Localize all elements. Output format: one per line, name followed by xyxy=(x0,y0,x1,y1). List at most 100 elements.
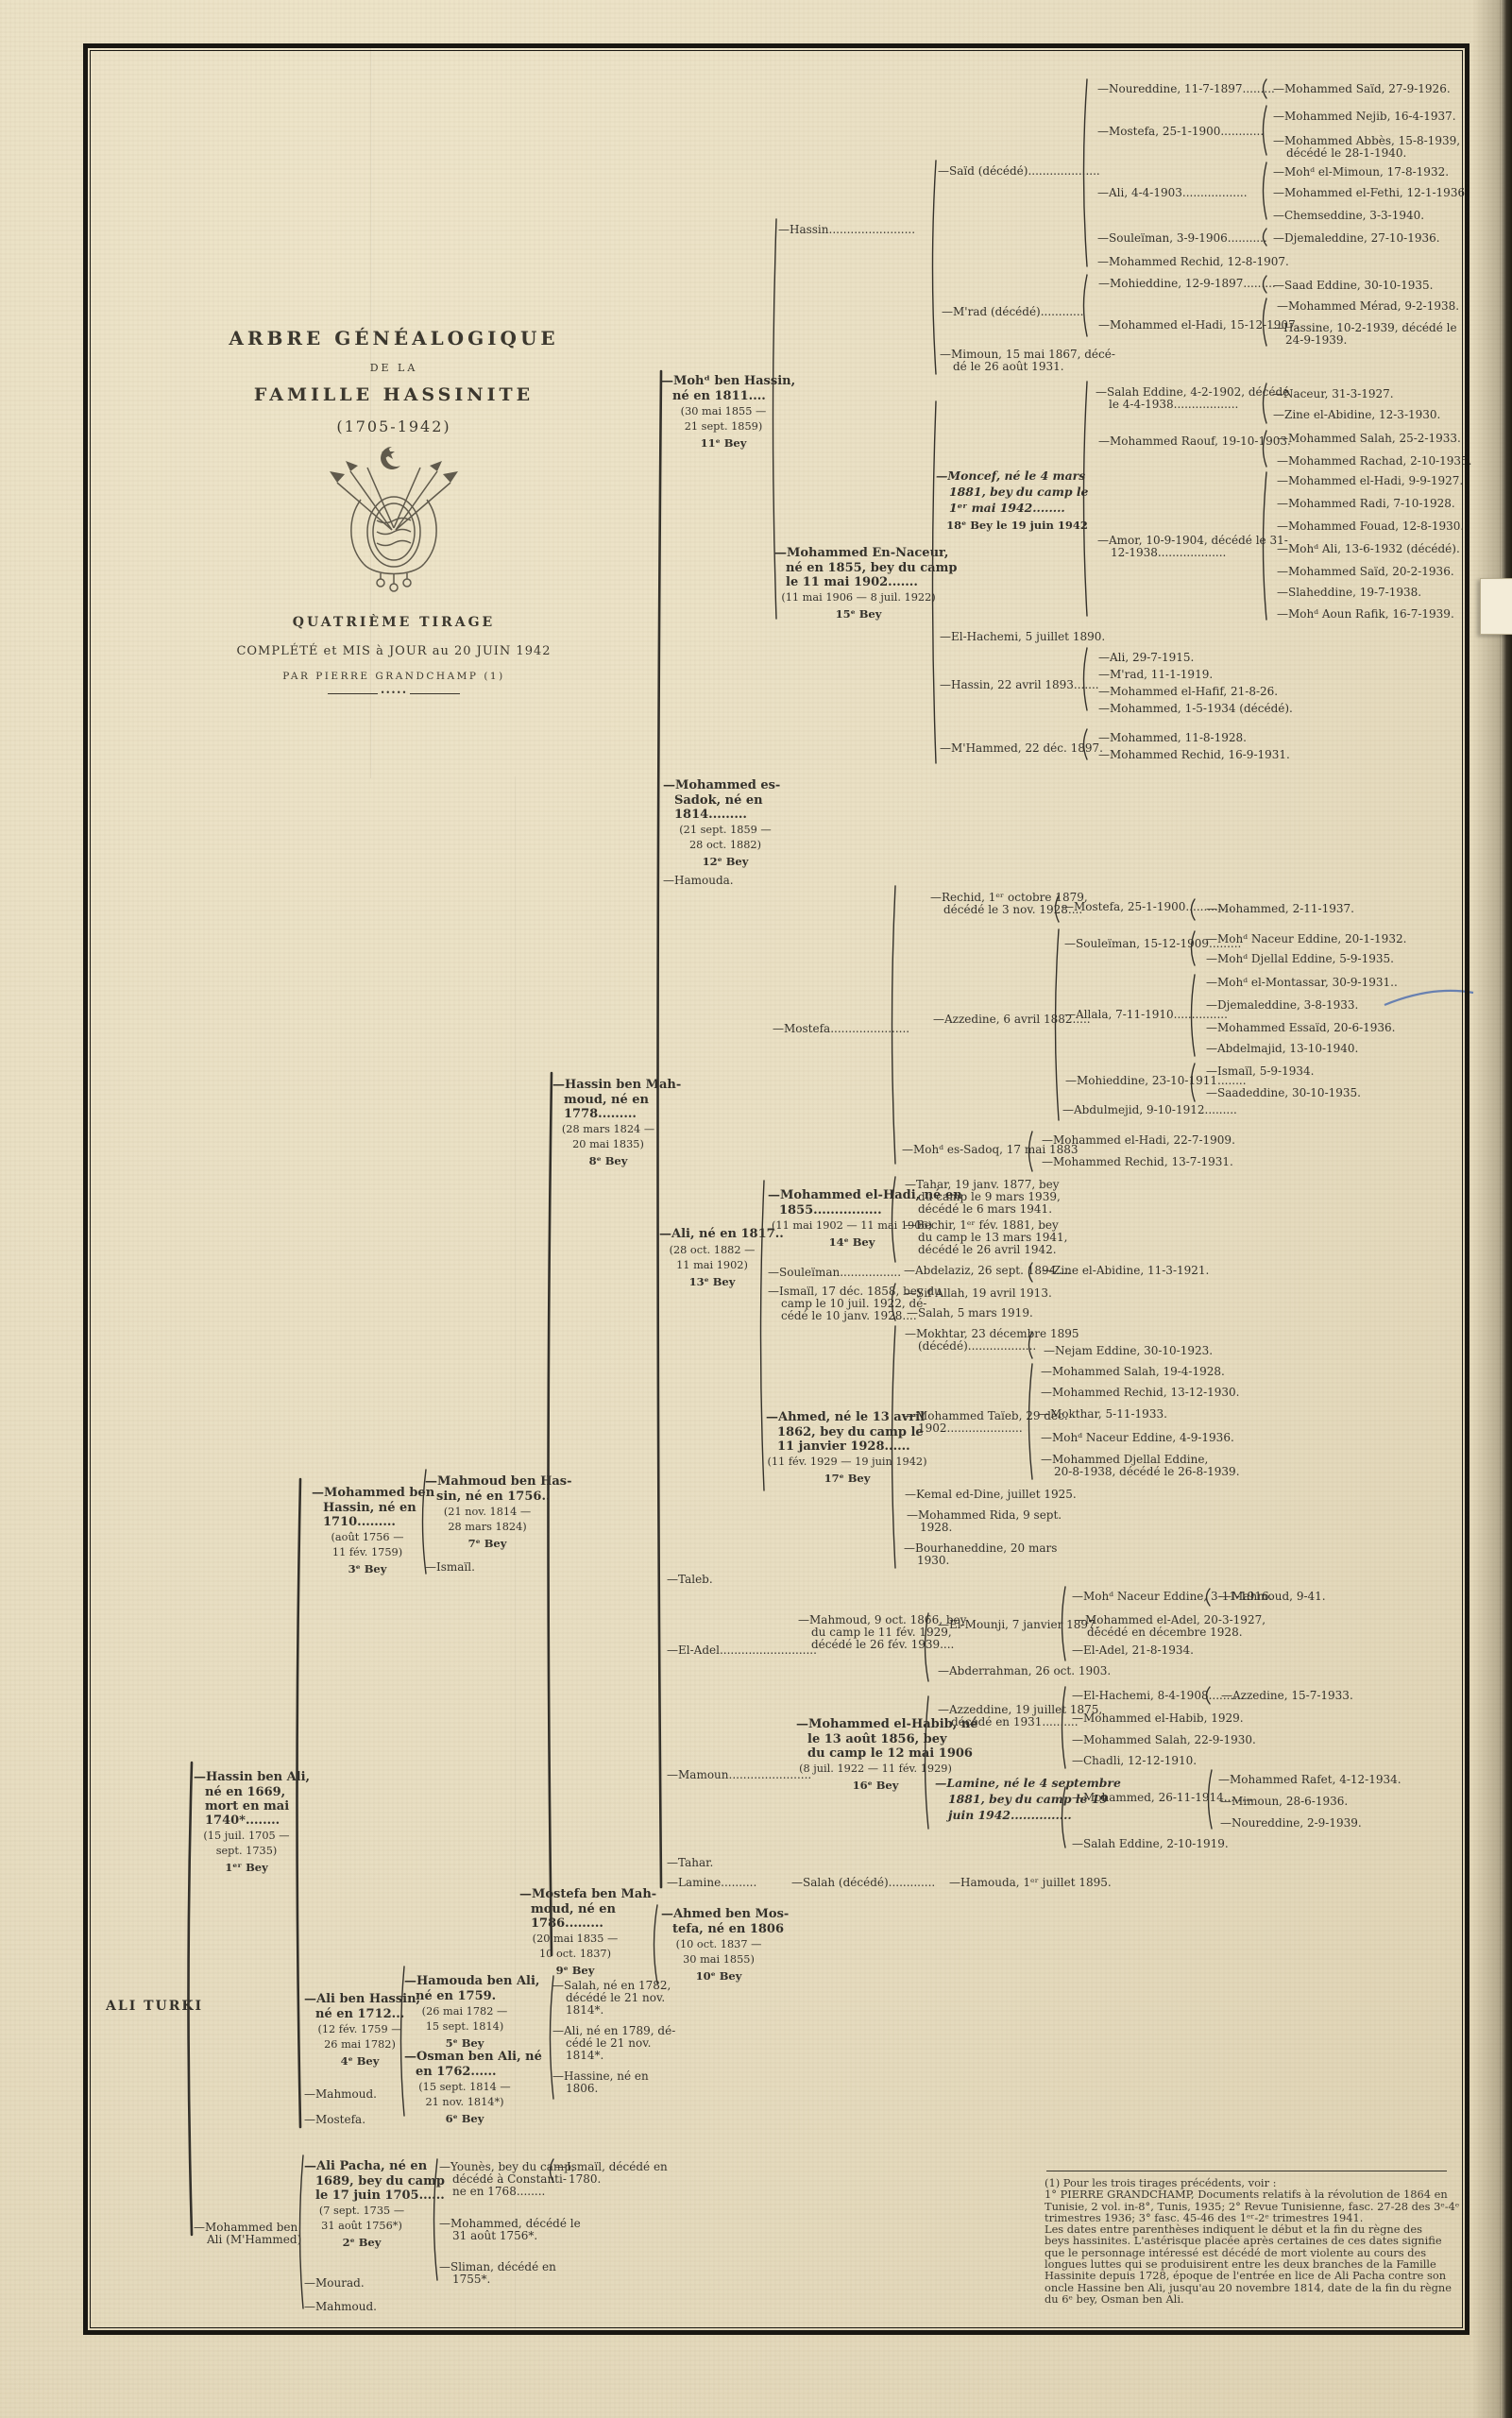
page-edge xyxy=(1500,0,1512,2418)
person-label-line: —Amor, 10-9-1904, décédé le 31- xyxy=(1097,534,1288,547)
person-label-line: (15 sept. 1814 — xyxy=(418,2081,511,2093)
person-label-line: —Mohᵈ el-Mimoun, 17-8-1932. xyxy=(1273,165,1450,179)
person-label-line: —Mohammed Rechid, 13-12-1930. xyxy=(1041,1386,1240,1399)
person-label-line: —Mohammed el-Fethi, 12-1-1936. xyxy=(1273,186,1469,199)
person-label-103: —El-Hachemi, 8-4-1908.......... xyxy=(1072,1690,1245,1702)
person-label-17: —Saad Eddine, 30-10-1935. xyxy=(1273,280,1433,292)
person-label-line: décédé le 28-1-1940. xyxy=(1286,146,1407,160)
person-label-line: —Mohammed Abbès, 15-8-1939, xyxy=(1273,134,1461,147)
person-label-line: —Azzeddine, 19 juillet 1875, xyxy=(938,1703,1103,1716)
person-label-line: 1755*. xyxy=(452,2273,491,2286)
author-line: PAR PIERRE GRANDCHAMP (1) xyxy=(282,671,505,682)
person-label-8: —Mohammed Abbès, 15-8-1939,décédé le 28-… xyxy=(1273,135,1460,160)
person-label-37: —Mohᵈ Aoun Rafik, 16-7-1939. xyxy=(1277,608,1454,621)
person-label-line: —Mohammed el-Habib, 1929. xyxy=(1072,1711,1244,1725)
person-label-54: —Mohᵈ Naceur Eddine, 20-1-1932. xyxy=(1206,933,1406,945)
person-label-10: —Ali, 4-4-1903.................. xyxy=(1097,187,1248,199)
person-label-line: décédé à Constanti- xyxy=(452,2172,567,2186)
person-label-109: —Mohammed, 26-11-1914........ xyxy=(1072,1792,1252,1804)
person-label-line: (août 1756 — xyxy=(331,1531,404,1543)
person-label-line: 1930. xyxy=(917,1554,950,1567)
person-label-line: (26 mai 1782 — xyxy=(421,2005,508,2018)
footnote-line: longues luttes qui se produisirent entre… xyxy=(1045,2257,1436,2272)
person-label-line: —Mostefa, 25-1-1900............ xyxy=(1097,125,1265,138)
person-label-line: —Ahmed, né le 13 avril xyxy=(766,1410,926,1424)
person-label-78: —Salah, 5 mars 1919. xyxy=(907,1307,1033,1320)
person-label-97: —Mohammed el-Adel, 20-3-1927,décédé en d… xyxy=(1074,1614,1266,1639)
person-label-line: (30 mai 1855 — xyxy=(680,405,767,417)
person-label-line: —Noureddine, 2-9-1939. xyxy=(1220,1816,1362,1830)
person-label-line: —Mohammed Fouad, 12-8-1930. xyxy=(1277,519,1465,533)
person-label-94: —El-Mounji, 7 janvier 1897. xyxy=(938,1619,1098,1631)
person-label-line: (7 sept. 1735 — xyxy=(318,2205,405,2217)
person-label-line: (12 fév. 1759 — xyxy=(317,2023,402,2035)
person-label-51: —Mostefa, 25-1-1900............. xyxy=(1062,901,1232,913)
person-label-line: —Mohammed es- xyxy=(663,778,781,792)
person-label-100: —Mamoun....................... xyxy=(667,1769,811,1781)
person-label-110: —Mohammed Rafet, 4-12-1934. xyxy=(1218,1774,1402,1786)
person-label-67: —Mohammed el-Hadi, 22-7-1909. xyxy=(1042,1134,1235,1147)
person-label-line: —Hassin ben Mah- xyxy=(552,1078,682,1092)
person-label-line: —Mohᵈ ben Hassin, xyxy=(661,374,796,388)
person-label-line: 1786......... xyxy=(531,1916,603,1931)
person-label-35: —Mohammed Saïd, 20-2-1936. xyxy=(1277,566,1454,578)
person-label-line: 2ᵉ Bey xyxy=(342,2236,382,2249)
person-label-line: —Azzedine, 6 avril 1882..... xyxy=(933,1013,1091,1026)
person-label-line: —Zine el-Abidine, 11-3-1921. xyxy=(1042,1264,1210,1277)
person-label-69: —Ali, né en 1817..(28 oct. 1882 —11 mai … xyxy=(659,1227,784,1289)
person-label-line: —El-Hachemi, 8-4-1908.......... xyxy=(1072,1689,1245,1702)
person-label-line: Sadok, né en xyxy=(674,793,763,808)
person-label-line: 1814*. xyxy=(566,2049,604,2062)
person-label-line: —Djemaleddine, 3-8-1933. xyxy=(1206,998,1359,1012)
person-label-line: —Azzedine, 15-7-1933. xyxy=(1221,1689,1353,1702)
person-label-line: du camp le 9 mars 1939, xyxy=(918,1190,1061,1203)
person-label-line: —Mohammed el-Hadi, 9-9-1927. xyxy=(1277,474,1464,487)
person-label-59: —Allala, 7-11-1910............... xyxy=(1064,1009,1228,1021)
person-label-line: —Chemseddine, 3-3-1940. xyxy=(1273,209,1425,222)
person-label-line: —Mohammed el-Hadi, 15-12-1907. xyxy=(1098,318,1300,332)
person-label-line: —Salah Eddine, 4-2-1902, décédé xyxy=(1096,385,1290,399)
person-label-line: 20-8-1938, décédé le 26-8-1939. xyxy=(1054,1465,1240,1478)
person-label-line: —Mohammed el-Hafif, 21-8-26. xyxy=(1098,685,1279,698)
footnote-line: beys hassinites. L'astérisque placée apr… xyxy=(1045,2234,1442,2248)
person-label-73: —Souleïman................. xyxy=(768,1267,901,1279)
person-label-line: 7ᵉ Bey xyxy=(467,1537,507,1550)
person-label-87: —Mohammed Djellal Eddine,20-8-1938, décé… xyxy=(1041,1454,1240,1478)
person-label-39: —Hassin, 22 avril 1893....... xyxy=(940,679,1099,691)
person-label-line: —Souleïman, 3-9-1906........... xyxy=(1097,231,1267,245)
footnote-line: du 6ᵉ bey, Osman ben Ali. xyxy=(1045,2291,1184,2306)
person-label-84: —Mohammed Taïeb, 29 déc.1902............… xyxy=(905,1410,1068,1435)
person-label-line: (20 mai 1835 — xyxy=(532,1933,619,1945)
person-label-line: du camp le 12 mai 1906 xyxy=(807,1746,973,1761)
person-label-line: le 4-4-1938.................. xyxy=(1109,398,1239,411)
person-label-132: —Ali, né en 1789, dé-cédé le 21 nov.1814… xyxy=(552,2025,675,2062)
person-label-line: 20 mai 1835) xyxy=(572,1138,644,1150)
person-label-114: —Tahar. xyxy=(667,1857,713,1869)
person-label-line: —Allala, 7-11-1910............... xyxy=(1064,1008,1228,1021)
person-label-29: —Mohammed Rachad, 2-10-1935. xyxy=(1277,455,1472,468)
person-label-line: 18ᵉ Bey le 19 juin 1942 xyxy=(946,519,1088,532)
person-label-line: —Abderrahman, 26 oct. 1903. xyxy=(938,1664,1112,1677)
person-label-line: 21 sept. 1859) xyxy=(684,420,763,433)
person-label-line: sept. 1735) xyxy=(215,1845,278,1857)
person-label-41: —M'rad, 11-1-1919. xyxy=(1098,669,1213,681)
person-label-44: —M'Hammed, 22 déc. 1897. xyxy=(940,742,1103,755)
person-label-50: —Rechid, 1ᵉʳ octobre 1879,décédé le 3 no… xyxy=(930,892,1088,916)
person-label-line: —Mohammed Djellal Eddine, xyxy=(1041,1453,1209,1466)
footnote-line: que le personnage intéressé est décédé d… xyxy=(1045,2245,1427,2259)
person-label-line: —Souleïman, 15-12-1909......... xyxy=(1064,937,1242,950)
person-label-122: —Mahmoud ben Has-sin, né en 1756..(21 no… xyxy=(425,1474,572,1551)
person-label-18: —Mohammed Mérad, 9-2-1938. xyxy=(1277,300,1459,313)
fold-crease-vertical xyxy=(370,45,372,778)
person-label-line: —Chadli, 12-12-1910. xyxy=(1072,1754,1198,1767)
person-label-line: —Ali, 4-4-1903.................. xyxy=(1097,186,1248,199)
person-label-line: 1814......... xyxy=(674,808,747,822)
person-label-line: 15ᵉ Bey xyxy=(835,607,882,621)
person-label-line: —Nejam Eddine, 30-10-1923. xyxy=(1044,1344,1214,1357)
person-label-102: —Azzeddine, 19 juillet 1875,décédé en 19… xyxy=(938,1704,1102,1728)
person-label-line: 1881, bey du camp le 19 xyxy=(948,1792,1108,1806)
person-label-line: —Mourad. xyxy=(304,2276,365,2290)
